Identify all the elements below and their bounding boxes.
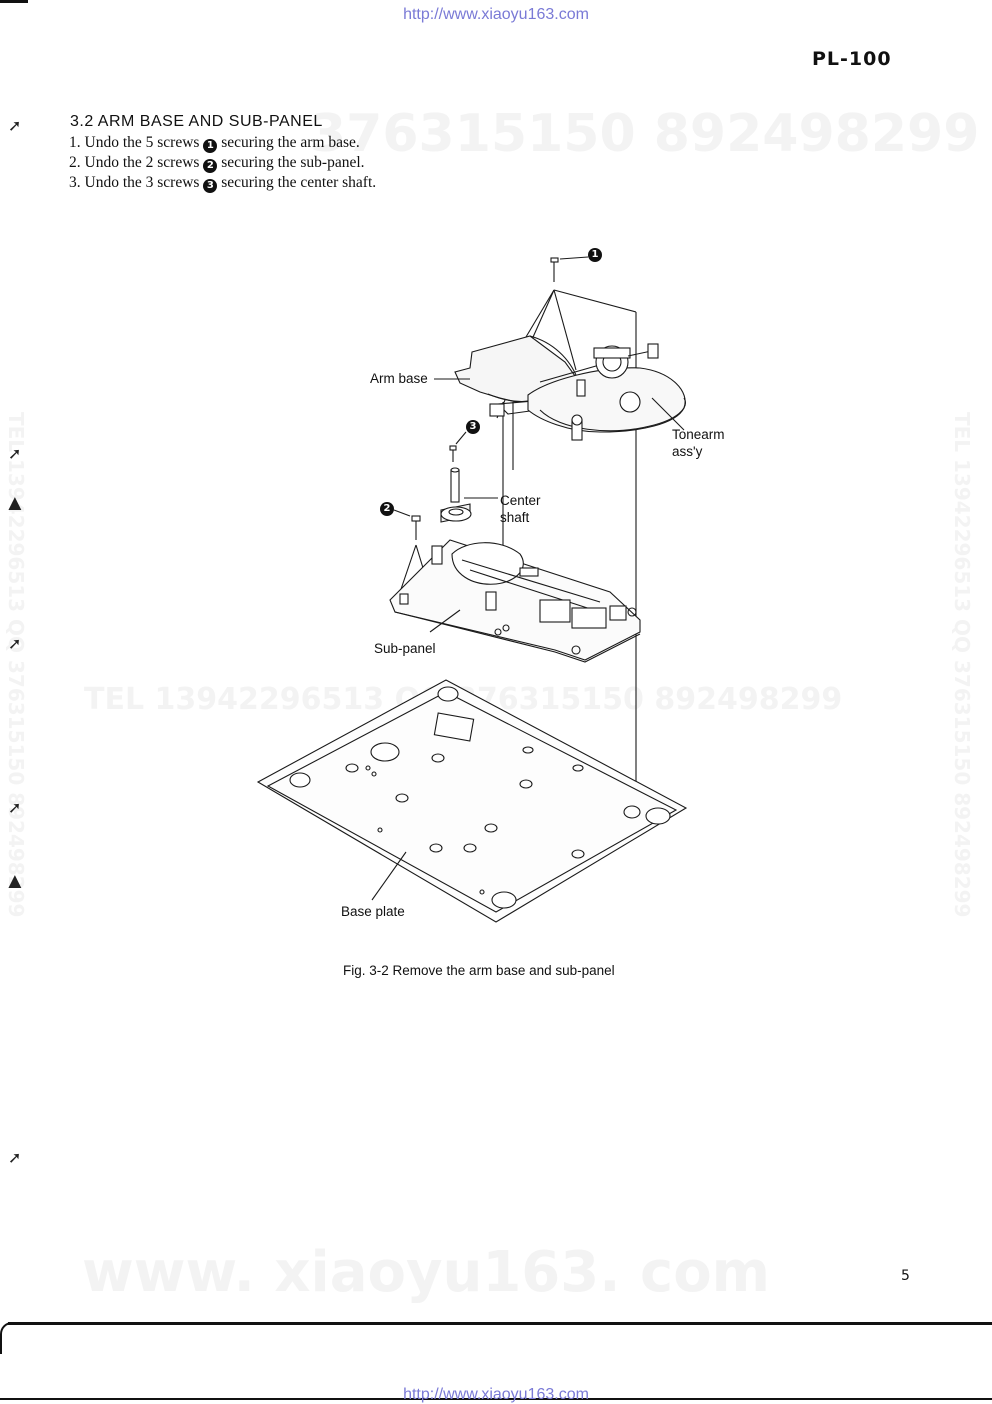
screw-2-icon [393,509,421,540]
screw-2-badge: 2 [203,159,218,173]
screw-1-icon [550,256,589,282]
screw-1-callout: 1 [588,248,602,262]
center-shaft-label-line2: shaft [500,510,530,525]
screw-3-badge: 3 [203,179,218,193]
step-2: 2. Undo the 2 screws 2 securing the sub-… [69,153,365,173]
margin-mark: ▲ [4,490,26,515]
step-1-rest: securing the arm base. [221,134,360,151]
top-url[interactable]: http://www.xiaoyu163.com [403,6,589,23]
bottom-rule [8,1322,992,1325]
base-plate-label: Base plate [341,904,405,919]
margin-mark: ➚ [8,1150,22,1167]
step-2-rest: securing the sub-panel. [221,154,365,171]
bottom-url[interactable]: http://www.xiaoyu163.com [403,1386,589,1403]
center-shaft-part [440,467,498,523]
figure-caption: Fig. 3-2 Remove the arm base and sub-pan… [343,963,615,978]
watermark-left-vertical: TEL 13942296513 QQ 376315150 892498299 [4,412,28,918]
margin-mark: ▲ [4,868,26,893]
step-2-text: 2. Undo the 2 screws [69,154,200,171]
corner-mark [0,0,28,3]
center-shaft-label-line1: Center [500,493,541,508]
step-1: 1. Undo the 5 screws 1 securing the arm … [69,133,360,153]
arm-base-label: Arm base [370,371,428,386]
step-3-rest: securing the center shaft. [221,174,377,191]
sub-panel-label: Sub-panel [374,641,436,656]
tonearm-label-line1: Tonearm [672,427,725,442]
margin-mark: ➚ [8,636,22,653]
margin-mark: ➚ [8,800,22,817]
page-number: 5 [901,1268,910,1284]
watermark-bottom: www. xiaoyu163. com [82,1240,771,1305]
watermark-right-vertical: TEL 13942296513 QQ 376315150 892498299 [950,412,974,918]
step-3: 3. Undo the 3 screws 3 securing the cent… [69,173,376,193]
screw-2-callout: 2 [380,502,394,516]
bottom-rule-curl [0,1322,16,1354]
section-heading: 3.2 ARM BASE AND SUB-PANEL [70,113,323,130]
tonearm-assembly-part [489,343,686,441]
step-3-text: 3. Undo the 3 screws [69,174,200,191]
tonearm-label-line2: ass'y [672,444,703,459]
screw-3-icon [449,431,467,462]
watermark-top-row: 376315150 892498299 [310,104,980,164]
sub-panel-part [389,539,641,663]
bottom-edge-rule [0,1398,992,1400]
margin-mark: ➚ [8,118,22,135]
screw-3-callout: 3 [466,420,480,434]
model-number: PL-100 [812,48,892,70]
margin-mark: ➚ [8,446,22,463]
screw-1-badge: 1 [203,139,218,153]
base-plate-part [256,679,688,923]
step-1-text: 1. Undo the 5 screws [69,134,200,151]
